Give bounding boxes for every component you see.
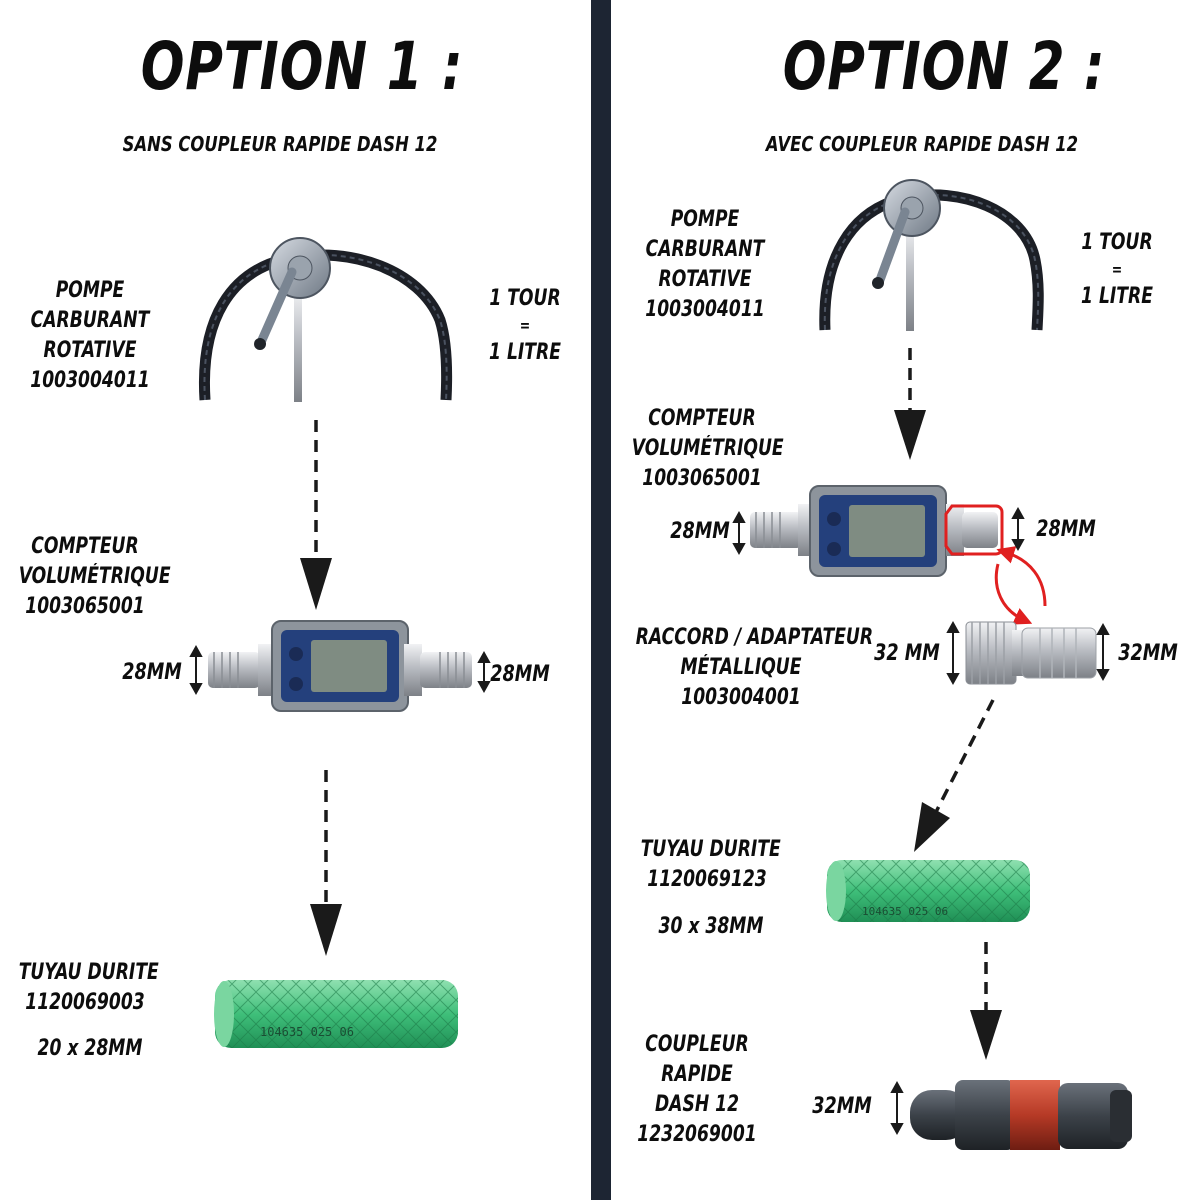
label-line: CARBURANT (30, 308, 150, 333)
label-line: TUYAU DURITE (640, 837, 781, 862)
option1-pump-label: POMPE CARBURANT ROTATIVE 1003004011 (0, 276, 180, 396)
option1-meter-dim-left: 28MM (122, 660, 182, 685)
label-line: 1003065001 (642, 466, 762, 491)
flow-arrow (300, 420, 332, 610)
rotary-pump-icon (819, 179, 1044, 331)
label-line: = (519, 316, 531, 335)
label-line: VOLUMÉTRIQUE (18, 564, 171, 589)
label-line: MÉTALLIQUE (680, 655, 802, 680)
dimension-marker (890, 1080, 904, 1136)
dimension-marker (477, 650, 491, 694)
label-line: ROTATIVE (658, 267, 752, 292)
label-line: 1120069123 (647, 867, 767, 892)
option1-meter-dim-right: 28MM (490, 662, 550, 687)
dimension-marker (732, 510, 746, 556)
label-line: 1 TOUR (1081, 230, 1153, 255)
flow-arrow (894, 348, 926, 460)
label-line: 1232069001 (637, 1122, 757, 1147)
flow-arrow (310, 770, 342, 956)
dimension-marker (189, 644, 203, 696)
flow-meter-icon (750, 485, 1004, 577)
option2-meter-label: COMPTEUR VOLUMÉTRIQUE 1003065001 (612, 404, 792, 494)
flow-arrow (970, 942, 1002, 1060)
option1-hose-label: TUYAU DURITE 1120069003 (0, 958, 170, 1018)
label-line: 1003004011 (645, 297, 765, 322)
label-line: COMPTEUR (31, 534, 139, 559)
option2-hose-label: TUYAU DURITE 1120069123 (622, 835, 792, 895)
rotary-pump-icon (198, 237, 453, 402)
label-line: RAPIDE (661, 1062, 733, 1087)
option2-coupler-dim: 32MM (812, 1094, 872, 1119)
label-line: 1 TOUR (489, 286, 561, 311)
dimension-marker (1011, 506, 1025, 552)
label-line: 1120069003 (25, 990, 145, 1015)
option2-meter-dim-right: 28MM (1036, 517, 1096, 542)
option1-title: OPTION 1 : (140, 28, 464, 105)
option2-title: OPTION 2 : (782, 28, 1106, 105)
option2-hose-size: 30 x 38MM (658, 914, 764, 939)
label-line: RACCORD / ADAPTATEUR (635, 625, 874, 650)
hose-print: 104635 025 06 (260, 1025, 354, 1039)
center-divider (591, 0, 611, 1200)
option1-subtitle: SANS COUPLEUR RAPIDE DASH 12 (122, 132, 438, 156)
flow-arrow (914, 699, 995, 852)
label-line: = (1111, 260, 1123, 279)
quick-coupler-icon (910, 1080, 1132, 1150)
label-line: 1 LITRE (1081, 284, 1153, 309)
option2-subtitle: AVEC COUPLEUR RAPIDE DASH 12 (765, 132, 1079, 156)
option2-ratio-label: 1 TOUR = 1 LITRE (1052, 228, 1182, 312)
dimension-marker (946, 620, 960, 686)
option2-adapter-dim-left: 32 MM (874, 641, 940, 666)
label-line: TUYAU DURITE (18, 960, 159, 985)
label-line: COUPLEUR (645, 1032, 749, 1057)
option2-adapter-dim-right: 32MM (1118, 641, 1178, 666)
flow-meter-icon (208, 620, 472, 712)
label-line: 1003065001 (25, 594, 145, 619)
label-line: COMPTEUR (648, 406, 756, 431)
option1-meter-label: COMPTEUR VOLUMÉTRIQUE 1003065001 (0, 532, 180, 622)
option2-pump-label: POMPE CARBURANT ROTATIVE 1003004011 (620, 205, 790, 325)
metal-adapter-icon (965, 621, 1097, 685)
label-line: POMPE (55, 278, 125, 303)
exchange-arrow-up (996, 546, 1047, 607)
option2-meter-dim-left: 28MM (670, 519, 730, 544)
green-hose-icon: 104635 025 06 (826, 860, 1030, 922)
green-hose-icon: 104635 025 06 (214, 980, 458, 1048)
label-line: CARBURANT (645, 237, 765, 262)
option1-ratio-label: 1 TOUR = 1 LITRE (460, 284, 590, 368)
option2-adapter-label: RACCORD / ADAPTATEUR MÉTALLIQUE 10030040… (606, 623, 876, 713)
label-line: 1003004001 (681, 685, 801, 710)
option1-hose-size: 20 x 28MM (37, 1036, 143, 1061)
dimension-marker (1096, 622, 1110, 682)
label-line: 1003004011 (30, 368, 150, 393)
label-line: ROTATIVE (43, 338, 137, 363)
label-line: VOLUMÉTRIQUE (631, 436, 784, 461)
option2-coupler-label: COUPLEUR RAPIDE DASH 12 1232069001 (612, 1030, 782, 1150)
label-line: 1 LITRE (489, 340, 561, 365)
hose-print: 104635 025 06 (862, 905, 948, 918)
exchange-arrow-down (994, 563, 1033, 625)
label-line: DASH 12 (654, 1092, 740, 1117)
label-line: POMPE (670, 207, 740, 232)
